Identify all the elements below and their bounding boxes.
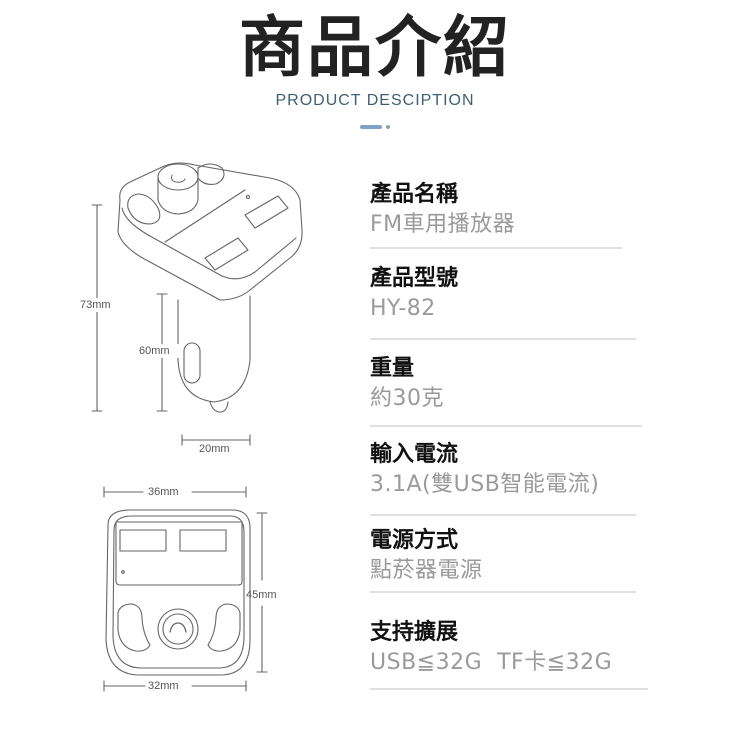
spec-value: FM車用播放器 — [370, 212, 516, 237]
page-title: 商品介紹 — [239, 9, 511, 86]
spec-model-number: 產品型號 HY-82 — [370, 265, 458, 325]
dimension-lines-perspective — [91, 204, 251, 446]
separator — [370, 338, 636, 340]
device-front-view — [105, 509, 251, 676]
spec-label: 產品名稱 — [370, 182, 459, 207]
accent-dot — [386, 125, 390, 129]
spec-value: USB≦32G TF卡≦32G — [370, 650, 613, 675]
dimension-plug-height: 60mm — [139, 345, 170, 357]
dimension-lines-front — [103, 486, 268, 692]
dimension-plug-width: 20mm — [199, 443, 230, 455]
dimension-top-width: 36mm — [148, 486, 179, 498]
spec-power-source: 電源方式 點菸器電源 — [370, 527, 483, 587]
spec-value: 點菸器電源 — [370, 558, 483, 583]
separator — [370, 591, 636, 593]
spec-value: 約30克 — [370, 386, 444, 411]
spec-input-current: 輸入電流 3.1A(雙USB智能電流) — [370, 441, 599, 501]
device-perspective-view — [117, 162, 303, 413]
spec-weight: 重量 約30克 — [370, 355, 444, 415]
separator — [370, 514, 636, 516]
spec-label: 產品型號 — [370, 266, 459, 291]
spec-value: 3.1A(雙USB智能電流) — [370, 472, 600, 497]
spec-label: 輸入電流 — [370, 442, 459, 467]
dimension-bottom-width: 32mm — [148, 680, 179, 692]
separator — [370, 425, 642, 427]
spec-product-name: 產品名稱 FM車用播放器 — [370, 181, 515, 241]
separator — [370, 247, 622, 249]
spec-label: 支持擴展 — [370, 620, 459, 645]
dimension-front-height: 45mm — [246, 589, 277, 601]
spec-value: HY-82 — [370, 296, 436, 321]
spec-label: 重量 — [370, 356, 415, 381]
separator — [370, 688, 648, 690]
page-subtitle: PRODUCT DESCIPTION — [275, 92, 475, 109]
accent-bar — [360, 125, 382, 129]
dimension-total-height: 73mm — [80, 299, 111, 311]
spec-expansion-support: 支持擴展 USB≦32G TF卡≦32G — [370, 619, 612, 679]
spec-label: 電源方式 — [370, 528, 459, 553]
